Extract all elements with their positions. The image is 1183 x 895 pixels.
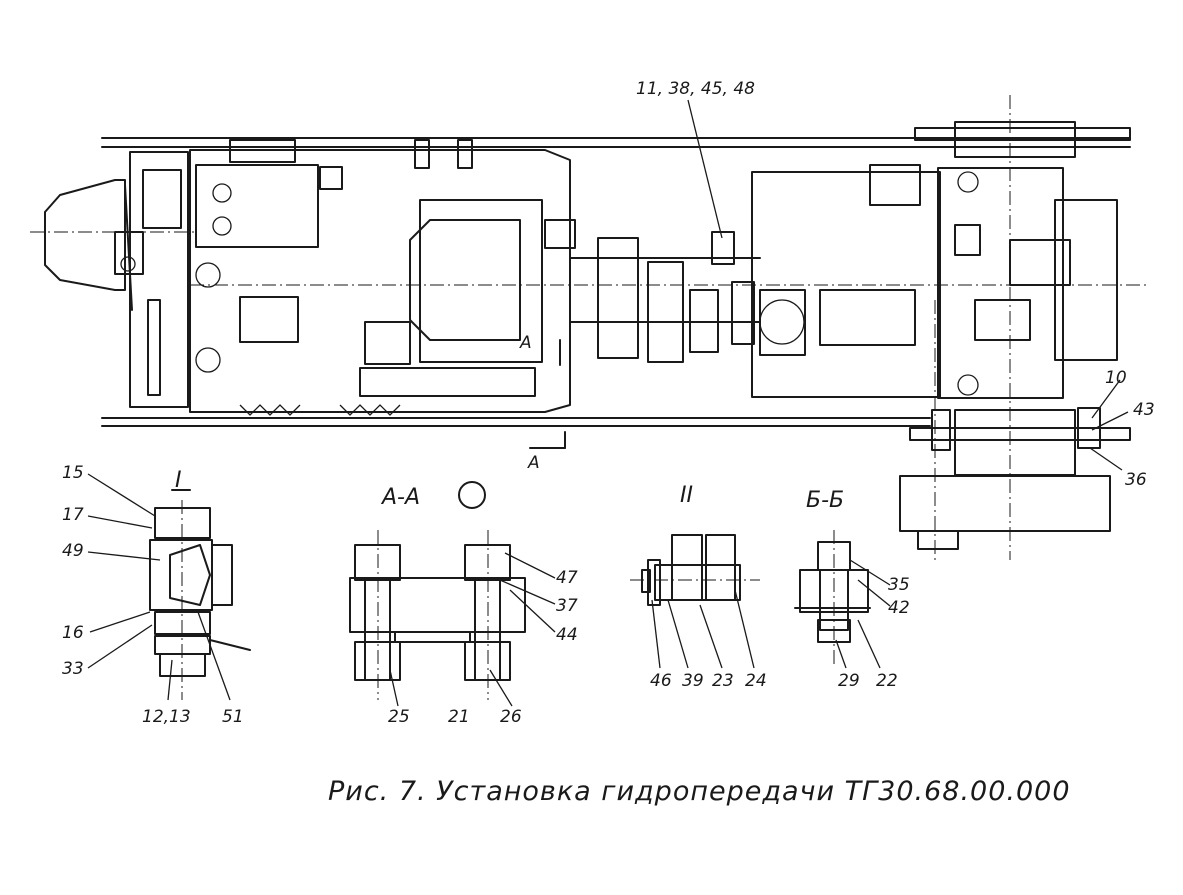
detail-2-title: II	[680, 483, 693, 508]
label-46: 46	[650, 671, 672, 691]
label-15: 15	[62, 463, 84, 483]
label-51: 51	[222, 707, 244, 727]
label-23: 23	[712, 671, 734, 691]
label-16: 16	[62, 623, 84, 643]
detail-1-title: I	[175, 468, 182, 493]
section-aa-view	[349, 481, 556, 707]
label-21: 21	[448, 707, 470, 727]
callout-top: 11, 38, 45, 48	[636, 79, 755, 99]
section-aa-title: А-А	[380, 485, 420, 510]
label-22: 22	[876, 671, 898, 691]
gearbox-housing	[751, 121, 1131, 550]
callout-43: 43	[1133, 400, 1155, 420]
label-44: 44	[556, 625, 578, 645]
label-37: 37	[556, 596, 578, 616]
callout-10: 10	[1105, 368, 1127, 388]
label-49: 49	[62, 541, 84, 561]
label-26: 26	[500, 707, 522, 727]
label-29: 29	[838, 671, 860, 691]
label-17: 17	[62, 505, 84, 525]
section-mark-lower: А	[527, 453, 540, 473]
label-47: 47	[556, 568, 578, 588]
callout-36: 36	[1125, 470, 1147, 490]
label-33: 33	[62, 659, 84, 679]
detail-2-view	[630, 534, 760, 669]
main-assembly-view	[30, 95, 1150, 560]
label-24: 24	[745, 671, 767, 691]
label-12-13: 12,13	[142, 707, 191, 727]
cardan-shaft	[569, 231, 761, 363]
hydro-transmission-housing	[189, 139, 576, 416]
label-39: 39	[682, 671, 704, 691]
label-25: 25	[388, 707, 410, 727]
label-35: 35	[888, 575, 910, 595]
detail-1-view	[87, 473, 251, 701]
input-flange	[44, 151, 189, 408]
section-bb-title: Б-Б	[806, 488, 844, 513]
label-42: 42	[888, 598, 910, 618]
section-bb-view	[794, 530, 891, 669]
section-mark-upper: А	[519, 333, 532, 353]
figure-caption: Рис. 7. Установка гидропередачи ТГ30.68.…	[328, 776, 1071, 807]
